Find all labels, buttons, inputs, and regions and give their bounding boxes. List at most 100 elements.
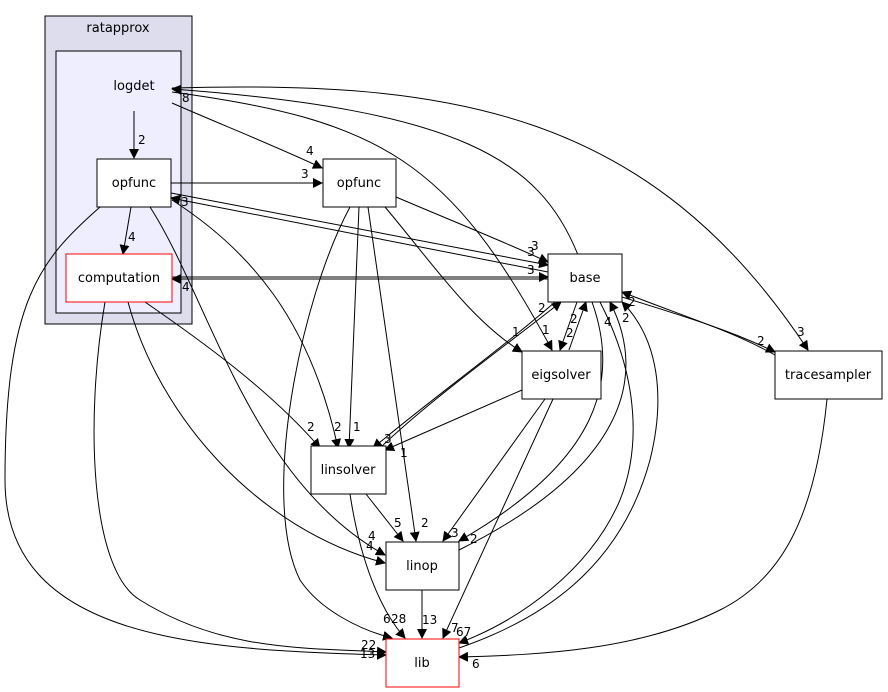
node-label: opfunc bbox=[337, 176, 381, 191]
edge-label: 3 bbox=[181, 195, 189, 209]
edge-eigsolver-lib bbox=[442, 398, 554, 639]
node-lib[interactable]: lib bbox=[385, 638, 460, 688]
edge-label: 2 bbox=[566, 326, 574, 340]
edge-opfunc-linsolver bbox=[344, 206, 360, 449]
node-label: linop bbox=[406, 559, 438, 574]
edge-label: 2 bbox=[538, 301, 546, 315]
node-linop[interactable]: linop bbox=[385, 541, 460, 591]
edge-computation-lib bbox=[93, 301, 387, 657]
edge-label: 6 bbox=[472, 657, 480, 671]
node-label: opfunc bbox=[112, 176, 156, 191]
edge-opfunc-inner-linop bbox=[149, 206, 386, 556]
edge-eigsolver-linop bbox=[442, 398, 546, 542]
node-label: eigsolver bbox=[531, 368, 591, 383]
node-computation[interactable]: computation bbox=[65, 253, 173, 303]
edge-opfunc-lib bbox=[283, 206, 393, 641]
node-box bbox=[310, 445, 387, 495]
edge-linsolver-linop bbox=[365, 493, 404, 542]
edge-eigsolver-linsolver bbox=[384, 389, 523, 451]
edge-computation-linop bbox=[127, 301, 386, 566]
edge-label: 3 bbox=[451, 526, 459, 540]
edge-logdet-eigsolver bbox=[171, 91, 553, 351]
edge-base-linop bbox=[458, 301, 604, 542]
edge-label: 8 bbox=[182, 91, 190, 105]
edge-tracesampler-lib bbox=[458, 398, 828, 662]
edge-opfunc-inner-base bbox=[170, 192, 549, 269]
edge-label: 3 bbox=[301, 167, 309, 181]
node-box bbox=[385, 638, 460, 688]
edge-eigsolver-base bbox=[568, 301, 588, 351]
node-box bbox=[322, 158, 397, 208]
edge-label: 3 bbox=[531, 239, 539, 253]
edge-label: 2 bbox=[307, 420, 315, 434]
edge-opfunc-inner-lib bbox=[4, 206, 387, 660]
node-box bbox=[96, 158, 172, 208]
edge-label: 4 bbox=[182, 280, 190, 294]
edge-opfunc-linop bbox=[367, 206, 420, 542]
edge-label: 13 bbox=[360, 647, 375, 661]
edge-label: 2 bbox=[757, 334, 765, 348]
edge-label: 2 bbox=[138, 133, 146, 147]
node-opfunc[interactable]: opfunc bbox=[322, 158, 397, 208]
edge-opfunc-inner-linsolver bbox=[171, 199, 341, 449]
edge-label: 4 bbox=[366, 539, 374, 553]
edge-label: 2 bbox=[470, 532, 478, 546]
edge-lib-base bbox=[458, 301, 659, 649]
node-box bbox=[65, 253, 173, 303]
edge-opfunc-base bbox=[395, 196, 549, 263]
node-linsolver[interactable]: linsolver bbox=[310, 445, 387, 495]
edge-base-lib bbox=[458, 301, 634, 645]
node-tracesampler[interactable]: tracesampler bbox=[774, 350, 883, 400]
edge-logdet-opfunc bbox=[171, 102, 323, 169]
edge-label: 22 bbox=[361, 638, 376, 652]
edge-base-logdet bbox=[171, 84, 579, 256]
node-label: tracesampler bbox=[785, 368, 872, 383]
edge-label: 2 bbox=[622, 311, 630, 325]
edge-opfunc-inner-computation bbox=[119, 206, 132, 255]
node-label: lib bbox=[414, 656, 429, 671]
edge-base-linsolver bbox=[372, 301, 556, 449]
edge-label: 3 bbox=[527, 263, 535, 277]
edge-base-eigsolver bbox=[558, 301, 578, 351]
node-label: computation bbox=[78, 271, 160, 286]
edge-label: 4 bbox=[128, 230, 136, 244]
edge-base-opfunc-inner bbox=[170, 194, 549, 273]
node-logdet[interactable]: logdet bbox=[113, 79, 154, 94]
edge-label: 1 bbox=[353, 420, 361, 434]
edge-label: 3 bbox=[797, 325, 805, 339]
edges: 2 4 8 3 1 3 3 3 4 3 4 3 bbox=[4, 84, 828, 671]
edge-label: 67 bbox=[456, 625, 471, 639]
node-eigsolver[interactable]: eigsolver bbox=[521, 350, 602, 400]
edge-label: 1 bbox=[542, 323, 550, 337]
edge-label: 4 bbox=[368, 529, 376, 543]
edge-label: 2 bbox=[421, 516, 429, 530]
edge-label: 4 bbox=[306, 144, 314, 158]
edge-label: 4 bbox=[604, 315, 612, 329]
cluster-ratapprox-label: ratapprox bbox=[86, 21, 149, 36]
node-label: logdet bbox=[113, 79, 154, 94]
edge-label: 13 bbox=[422, 613, 437, 627]
node-label: base bbox=[570, 271, 601, 286]
edge-logdet-tracesampler bbox=[171, 86, 809, 351]
edge-label: 5 bbox=[394, 516, 402, 530]
edge-label: 2 bbox=[628, 295, 636, 309]
edge-base-tracesampler bbox=[621, 296, 776, 353]
edge-computation-linsolver bbox=[144, 301, 321, 449]
edge-tracesampler-base bbox=[621, 290, 776, 356]
node-opfunc-inner[interactable]: opfunc bbox=[96, 158, 172, 208]
edge-linsolver-lib bbox=[349, 493, 406, 639]
edge-label: 6 bbox=[383, 612, 391, 626]
node-box bbox=[521, 350, 602, 400]
edge-linop-base bbox=[458, 301, 627, 551]
node-box bbox=[774, 350, 883, 400]
edge-label: 3 bbox=[384, 432, 392, 446]
node-box bbox=[385, 541, 460, 591]
edge-label: 1 bbox=[512, 325, 520, 339]
edge-label: 3 bbox=[527, 245, 535, 259]
edge-label: 2 bbox=[570, 312, 578, 326]
node-base[interactable]: base bbox=[547, 253, 623, 303]
edge-label: 2 bbox=[334, 420, 342, 434]
edge-opfunc-eigsolver bbox=[384, 206, 523, 353]
node-box bbox=[547, 253, 623, 303]
